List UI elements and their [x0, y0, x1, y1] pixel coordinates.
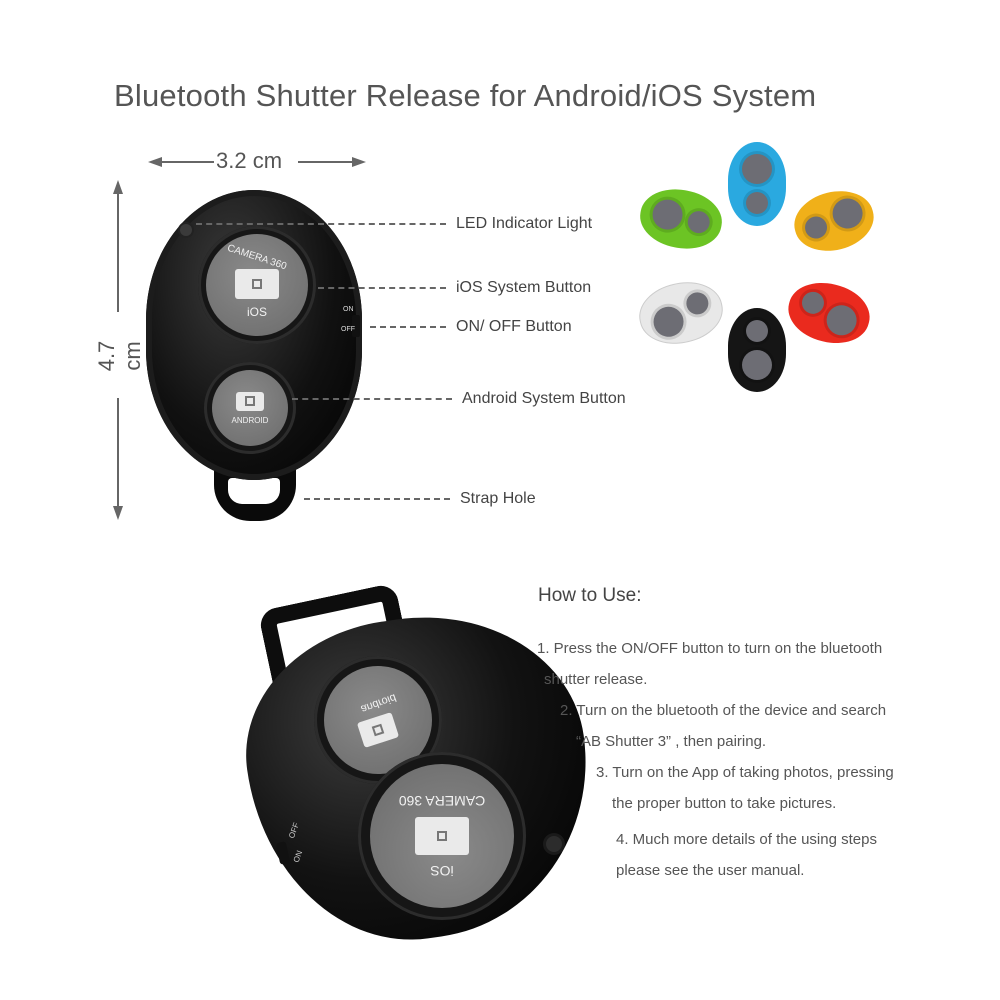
dimension-line: [298, 161, 354, 163]
callout-strap-hole: Strap Hole: [304, 490, 536, 508]
callout-android-button: Android System Button: [292, 390, 626, 408]
variant-green: [635, 183, 727, 255]
callout-led: LED Indicator Light: [196, 215, 592, 233]
width-dimension: 3.2 cm: [148, 148, 366, 174]
step-text: 3. Turn on the App of taking photos, pre…: [596, 764, 894, 781]
step-text: 2. Turn on the bluetooth of the device a…: [560, 702, 887, 719]
android-button-label: android: [358, 691, 398, 715]
led-indicator-icon: [546, 836, 562, 852]
camera-icon: [235, 268, 279, 299]
leader-line: [370, 326, 446, 328]
step-3: 3. Turn on the App of taking photos, pre…: [596, 757, 894, 819]
led-indicator-icon: [180, 224, 192, 236]
dimension-line: [117, 192, 119, 312]
switch-on-label: ON: [343, 306, 354, 313]
android-button-label: android: [231, 415, 269, 425]
variant-blue: [728, 142, 786, 226]
arrow-right-icon: [352, 157, 366, 167]
camera-icon: [415, 817, 469, 855]
width-label: 3.2 cm: [216, 148, 283, 173]
step-1: 1. Press the ON/OFF button to turn on th…: [537, 633, 882, 695]
switch-off-label: OFF: [341, 326, 355, 333]
step-text: please see the user manual.: [616, 862, 805, 879]
arrow-down-icon: [113, 506, 123, 520]
ios-button-brand: CAMERA 360: [225, 242, 289, 272]
callout-label: Android System Button: [462, 390, 626, 407]
color-variants: [634, 138, 886, 402]
ios-system-button[interactable]: iOS CAMERA 360: [370, 764, 514, 908]
callout-on-off: ON/ OFF Button: [370, 318, 572, 336]
callout-ios-button: iOS System Button: [318, 279, 591, 297]
on-off-switch[interactable]: [352, 315, 360, 337]
ios-system-button[interactable]: CAMERA 360 iOS: [206, 234, 308, 336]
camera-icon: [236, 391, 264, 411]
height-label: 4.7 cm: [94, 340, 145, 372]
variant-red: [782, 274, 876, 352]
ios-button-label: iOS: [246, 304, 267, 319]
step-2: 2. Turn on the bluetooth of the device a…: [560, 695, 886, 757]
ios-button-label: iOS: [430, 863, 454, 879]
callout-label: Strap Hole: [460, 490, 536, 507]
callout-label: iOS System Button: [456, 279, 592, 296]
variant-white: [634, 276, 728, 350]
step-text: shutter release.: [544, 671, 648, 688]
step-text: 1. Press the ON/OFF button to turn on th…: [537, 640, 883, 657]
android-system-button[interactable]: android: [212, 370, 288, 446]
callout-label: LED Indicator Light: [456, 215, 593, 232]
variant-black: [728, 308, 786, 392]
leader-line: [304, 498, 450, 500]
leader-line: [292, 398, 452, 400]
dimension-line: [117, 398, 119, 508]
how-to-use-heading: How to Use:: [538, 585, 642, 606]
dimension-line: [160, 161, 214, 163]
step-text: “AB Shutter 3” , then pairing.: [576, 733, 767, 750]
camera-icon: [356, 712, 400, 748]
callout-label: ON/ OFF Button: [456, 318, 572, 335]
arrow-up-icon: [113, 180, 123, 194]
strap-hole: [228, 478, 280, 504]
step-text: the proper button to take pictures.: [612, 795, 837, 812]
page-title: Bluetooth Shutter Release for Android/iO…: [114, 78, 817, 113]
ios-button-brand: CAMERA 360: [398, 793, 486, 809]
step-4: 4. Much more details of the using steps …: [616, 824, 877, 886]
arrow-left-icon: [148, 157, 162, 167]
height-dimension: 4.7 cm: [94, 180, 145, 520]
step-text: 4. Much more details of the using steps: [616, 831, 877, 848]
variant-yellow: [788, 183, 880, 259]
leader-line: [318, 287, 446, 289]
leader-line: [196, 223, 446, 225]
